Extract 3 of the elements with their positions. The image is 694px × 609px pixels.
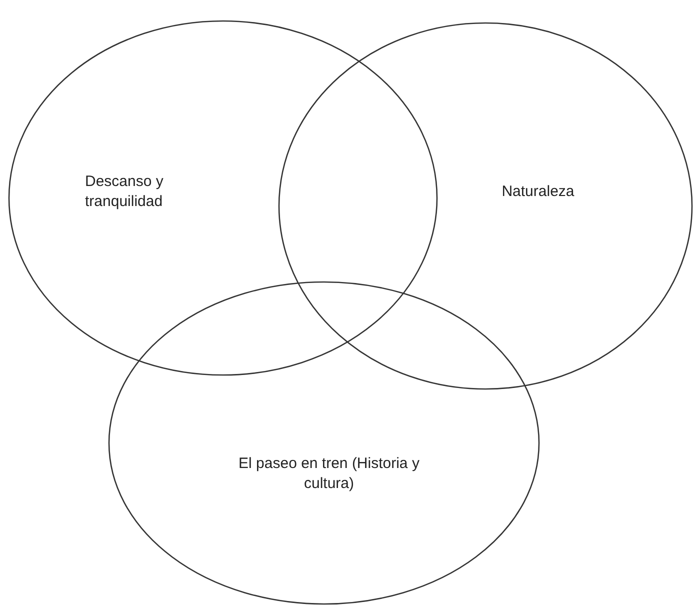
- circle-label: Descanso y tranquilidad: [85, 172, 164, 212]
- circle-label: El paseo en tren (Historia y cultura): [238, 454, 420, 494]
- circle-label: Naturaleza: [500, 182, 576, 202]
